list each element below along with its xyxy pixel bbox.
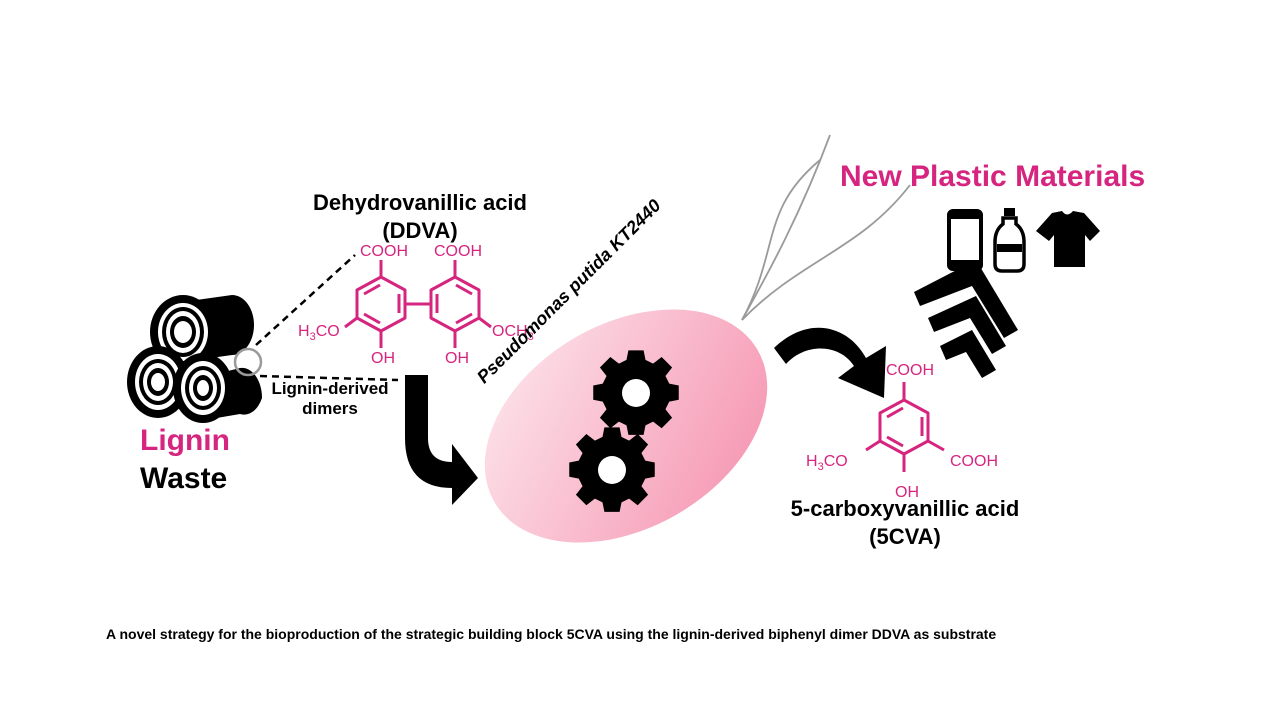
smartphone-icon	[947, 209, 983, 271]
dimers-label: Lignin-derived dimers	[250, 379, 410, 419]
ddva-oh-right: OH	[445, 350, 469, 367]
bacterium-cell	[484, 134, 911, 543]
cva-cooh-right: COOH	[950, 453, 998, 470]
ddva-cooh-left: COOH	[360, 243, 408, 260]
caption: A novel strategy for the bioproduction o…	[106, 626, 997, 642]
arrow-to-bacterium	[405, 375, 478, 505]
bottle-icon	[993, 208, 1026, 273]
ddva-oh-left: OH	[371, 350, 395, 367]
tshirt-icon	[1036, 211, 1100, 267]
ddva-cooh-right: COOH	[434, 243, 482, 260]
ddva-name-line1: Dehydrovanillic acid	[313, 190, 527, 215]
gear-icon	[569, 427, 655, 512]
chevron-up-arrows	[914, 260, 1018, 378]
cva-name: 5-carboxyvanillic acid (5CVA)	[755, 495, 1055, 551]
ddva-och3-left: H3CO	[298, 323, 340, 344]
arrow-to-product	[774, 327, 886, 398]
cva-och3: H3CO	[806, 453, 848, 474]
waste-label: Waste	[140, 462, 228, 495]
cva-cooh-top: COOH	[886, 362, 934, 379]
ddva-name-line2: (DDVA)	[382, 218, 458, 243]
ddva-name: Dehydrovanillic acid (DDVA)	[280, 189, 560, 245]
ddva-och3-right: OCH3	[492, 323, 534, 344]
cva-oh: OH	[895, 484, 919, 501]
cva-structure	[865, 382, 945, 472]
cva-name-line1: 5-carboxyvanillic acid	[790, 496, 1020, 521]
dimers-label-line1: Lignin-derived	[271, 379, 389, 398]
products-title: New Plastic Materials	[840, 160, 1146, 193]
cva-name-line2: (5CVA)	[869, 524, 941, 549]
ddva-structure	[344, 260, 492, 348]
zoom-lines	[255, 254, 399, 382]
lignin-logs-icon	[127, 295, 263, 423]
lignin-label: Lignin	[140, 424, 230, 457]
gear-icon	[593, 350, 679, 435]
dimers-label-line2: dimers	[302, 399, 358, 418]
